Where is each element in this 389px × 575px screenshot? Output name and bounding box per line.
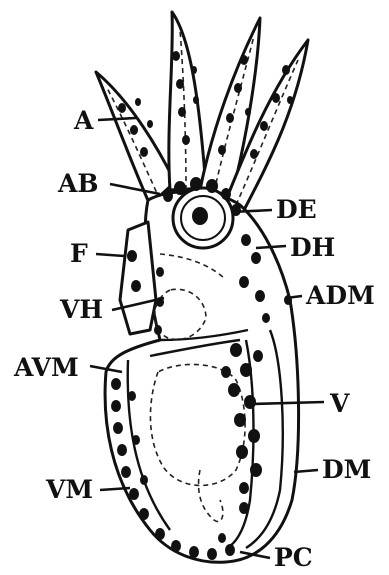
label-DH: DH [290, 233, 335, 262]
label-DE: DE [276, 195, 317, 224]
arm-2 [169, 12, 206, 190]
arms [96, 12, 308, 210]
label-PC: PC [274, 543, 313, 572]
label-AVM: AVM [13, 353, 79, 382]
fin [120, 222, 156, 334]
label-F: F [70, 239, 88, 268]
arm-1 [96, 72, 175, 205]
label-DM: DM [322, 455, 371, 484]
label-A: A [73, 106, 94, 135]
label-ADM: ADM [305, 281, 375, 310]
label-V: V [329, 389, 350, 418]
label-VH: VH [59, 295, 103, 324]
label-VM: VM [45, 475, 93, 504]
label-AB: AB [57, 169, 99, 198]
